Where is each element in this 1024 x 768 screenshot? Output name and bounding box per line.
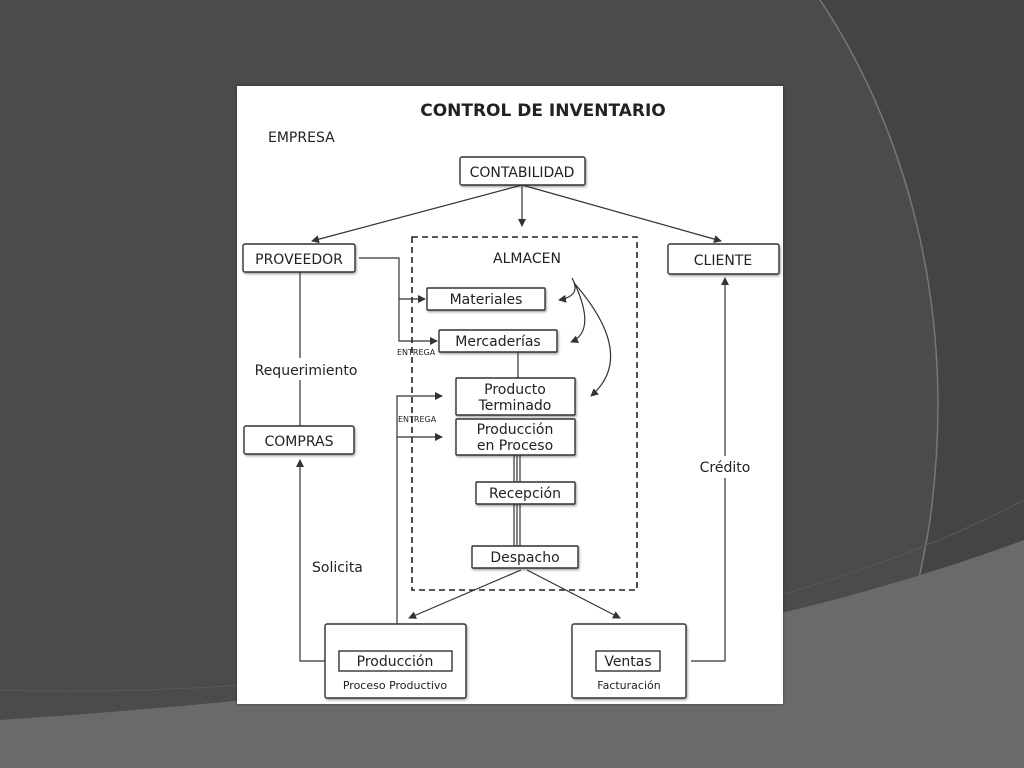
node-proveedor: PROVEEDOR [242, 243, 356, 273]
svg-text:Producción: Producción [477, 422, 554, 438]
svg-text:Terminado: Terminado [478, 398, 552, 414]
label-credito: Crédito [700, 460, 751, 476]
svg-text:Recepción: Recepción [489, 486, 561, 502]
svg-text:Facturación: Facturación [597, 679, 660, 692]
svg-text:Proceso Productivo: Proceso Productivo [343, 679, 448, 692]
svg-text:Producción: Producción [357, 654, 434, 670]
svg-text:PROVEEDOR: PROVEEDOR [255, 252, 343, 268]
label-solicita: Solicita [312, 560, 363, 576]
diagram-card: CONTROL DE INVENTARIO EMPRESA CONTABILID… [237, 86, 783, 704]
node-materiales: Materiales [426, 287, 546, 311]
svg-text:CONTABILIDAD: CONTABILIDAD [470, 165, 575, 181]
node-cliente: CLIENTE [667, 243, 780, 275]
company-label: EMPRESA [268, 130, 335, 146]
node-compras: COMPRAS [243, 425, 355, 455]
node-ventas: Ventas Facturación [571, 623, 687, 699]
almacen-label: ALMACEN [493, 251, 561, 267]
connector-lines-center [513, 455, 521, 546]
decorative-band [0, 540, 1024, 768]
label-requerimiento: Requerimiento [255, 363, 358, 379]
svg-text:en Proceso: en Proceso [477, 438, 553, 454]
arrow-proveedor-mercaderias [398, 299, 438, 345]
svg-text:Ventas: Ventas [604, 654, 651, 670]
svg-text:COMPRAS: COMPRAS [265, 434, 334, 450]
node-recepcion: Recepción [475, 481, 576, 505]
node-mercaderias: Mercaderías [438, 329, 558, 353]
entrega-label-2: ENTREGA [398, 415, 437, 424]
node-contabilidad: CONTABILIDAD [459, 156, 586, 186]
node-producto-terminado: Producto Terminado [455, 377, 576, 416]
diagram-title: CONTROL DE INVENTARIO [420, 101, 666, 121]
arrow-produccion-producto-terminado [396, 392, 443, 624]
curved-arrow-mercaderias [570, 281, 586, 343]
svg-text:CLIENTE: CLIENTE [694, 253, 752, 269]
svg-text:Materiales: Materiales [450, 292, 523, 308]
arrow-ventas-cliente [691, 277, 729, 662]
node-produccion-en-proceso: Producción en Proceso [455, 418, 576, 456]
node-produccion: Producción Proceso Productivo [324, 623, 467, 699]
arrow-produccion-compras [296, 459, 325, 662]
node-despacho: Despacho [471, 545, 579, 569]
curved-arrow-materiales [558, 277, 576, 303]
arrow-despacho-produccion [408, 569, 522, 619]
svg-text:Mercaderías: Mercaderías [455, 334, 540, 350]
arrow-despacho-ventas [526, 569, 621, 619]
arrow-contabilidad-proveedor [311, 184, 523, 244]
entrega-label-1: ENTREGA [397, 348, 436, 357]
arrow-proveedor-materiales [359, 257, 426, 303]
almacen-container [411, 236, 638, 591]
svg-text:Despacho: Despacho [490, 550, 559, 566]
inventory-flow-diagram: CONTROL DE INVENTARIO EMPRESA CONTABILID… [242, 101, 780, 699]
arrow-contabilidad-cliente [521, 184, 722, 243]
svg-text:Producto: Producto [484, 382, 546, 398]
curved-arrow-producto-terminado [574, 283, 612, 397]
